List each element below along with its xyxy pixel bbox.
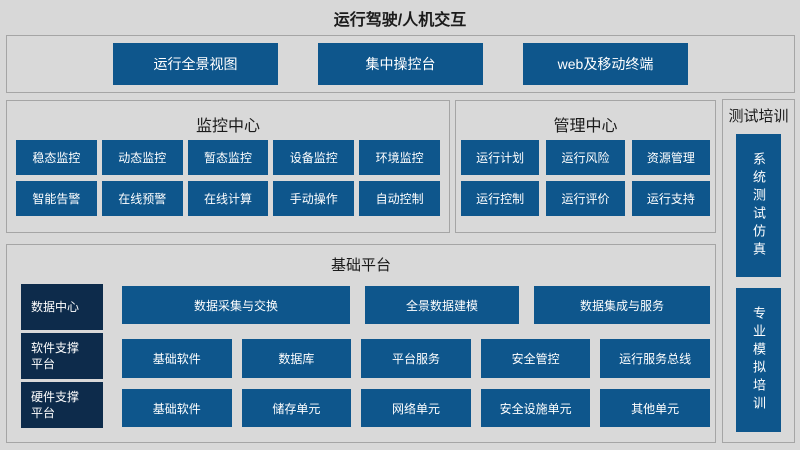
professional-simulation-training-button[interactable]: 专业模拟培训 [736,288,781,432]
manual-operation-button[interactable]: 手动操作 [273,181,355,216]
base-platform-panel: 基础平台 数据中心 软件支撑平台 硬件支撑平台 数据采集与交换 全景数据建模 数… [6,244,716,443]
data-collection-exchange-button[interactable]: 数据采集与交换 [122,286,350,324]
panorama-data-modeling-button[interactable]: 全景数据建模 [365,286,519,324]
transient-monitor-button[interactable]: 暂态监控 [187,140,269,175]
monitoring-grid: 稳态监控 动态监控 暂态监控 设备监控 环境监控 智能告警 在线预警 在线计算 … [16,140,440,216]
platform-layer-labels: 数据中心 软件支撑平台 硬件支撑平台 [21,284,103,428]
software-support-platform-label[interactable]: 软件支撑平台 [21,333,103,379]
basic-software-hw-button[interactable]: 基础软件 [122,389,232,427]
auto-control-button[interactable]: 自动控制 [359,181,440,216]
interaction-panel: 运行全景视图 集中操控台 web及移动终端 [6,35,795,93]
data-integration-service-button[interactable]: 数据集成与服务 [534,286,710,324]
hardware-support-platform-label[interactable]: 硬件支撑平台 [21,382,103,428]
operation-evaluation-button[interactable]: 运行评价 [546,181,625,216]
resource-management-button[interactable]: 资源管理 [631,140,710,175]
online-calculation-button[interactable]: 在线计算 [187,181,269,216]
platform-service-button[interactable]: 平台服务 [361,339,471,378]
dynamic-monitor-button[interactable]: 动态监控 [101,140,183,175]
test-training-title: 测试培训 [728,108,789,125]
system-test-simulation-button[interactable]: 系统测试仿真 [736,134,781,277]
panorama-view-button[interactable]: 运行全景视图 [113,43,278,85]
management-center-panel: 管理中心 运行计划 运行风险 资源管理 运行控制 运行评价 运行支持 [455,100,716,233]
security-facility-unit-button[interactable]: 安全设施单元 [480,389,591,427]
monitoring-center-panel: 监控中心 稳态监控 动态监控 暂态监控 设备监控 环境监控 智能告警 在线预警 … [6,100,450,233]
test-training-panel: 测试培训 系统测试仿真 专业模拟培训 [722,99,795,443]
network-unit-button[interactable]: 网络单元 [361,389,471,427]
storage-unit-button[interactable]: 储存单元 [241,389,352,427]
smart-alarm-button[interactable]: 智能告警 [16,181,97,216]
other-unit-button[interactable]: 其他单元 [600,389,710,427]
management-center-title: 管理中心 [553,118,618,135]
monitoring-center-title: 监控中心 [195,118,260,135]
database-button[interactable]: 数据库 [241,339,352,378]
data-center-label[interactable]: 数据中心 [21,284,103,330]
operation-risk-button[interactable]: 运行风险 [546,140,625,175]
page-title: 运行驾驶/人机交互 [333,12,467,29]
basic-software-button[interactable]: 基础软件 [122,339,232,378]
operation-control-button[interactable]: 运行控制 [461,181,540,216]
environment-monitor-button[interactable]: 环境监控 [359,140,440,175]
management-grid: 运行计划 运行风险 资源管理 运行控制 运行评价 运行支持 [461,140,710,216]
central-console-button[interactable]: 集中操控台 [318,43,483,85]
base-platform-title: 基础平台 [330,257,391,274]
hardware-support-row: 基础软件 储存单元 网络单元 安全设施单元 其他单元 [122,389,710,427]
steady-state-monitor-button[interactable]: 稳态监控 [16,140,97,175]
online-warning-button[interactable]: 在线预警 [101,181,183,216]
software-support-row: 基础软件 数据库 平台服务 安全管控 运行服务总线 [122,339,710,378]
security-control-button[interactable]: 安全管控 [480,339,591,378]
equipment-monitor-button[interactable]: 设备监控 [273,140,355,175]
data-center-row: 数据采集与交换 全景数据建模 数据集成与服务 [122,286,710,324]
web-mobile-terminal-button[interactable]: web及移动终端 [523,43,688,85]
operation-plan-button[interactable]: 运行计划 [461,140,540,175]
operation-support-button[interactable]: 运行支持 [631,181,710,216]
operation-service-bus-button[interactable]: 运行服务总线 [600,339,710,378]
